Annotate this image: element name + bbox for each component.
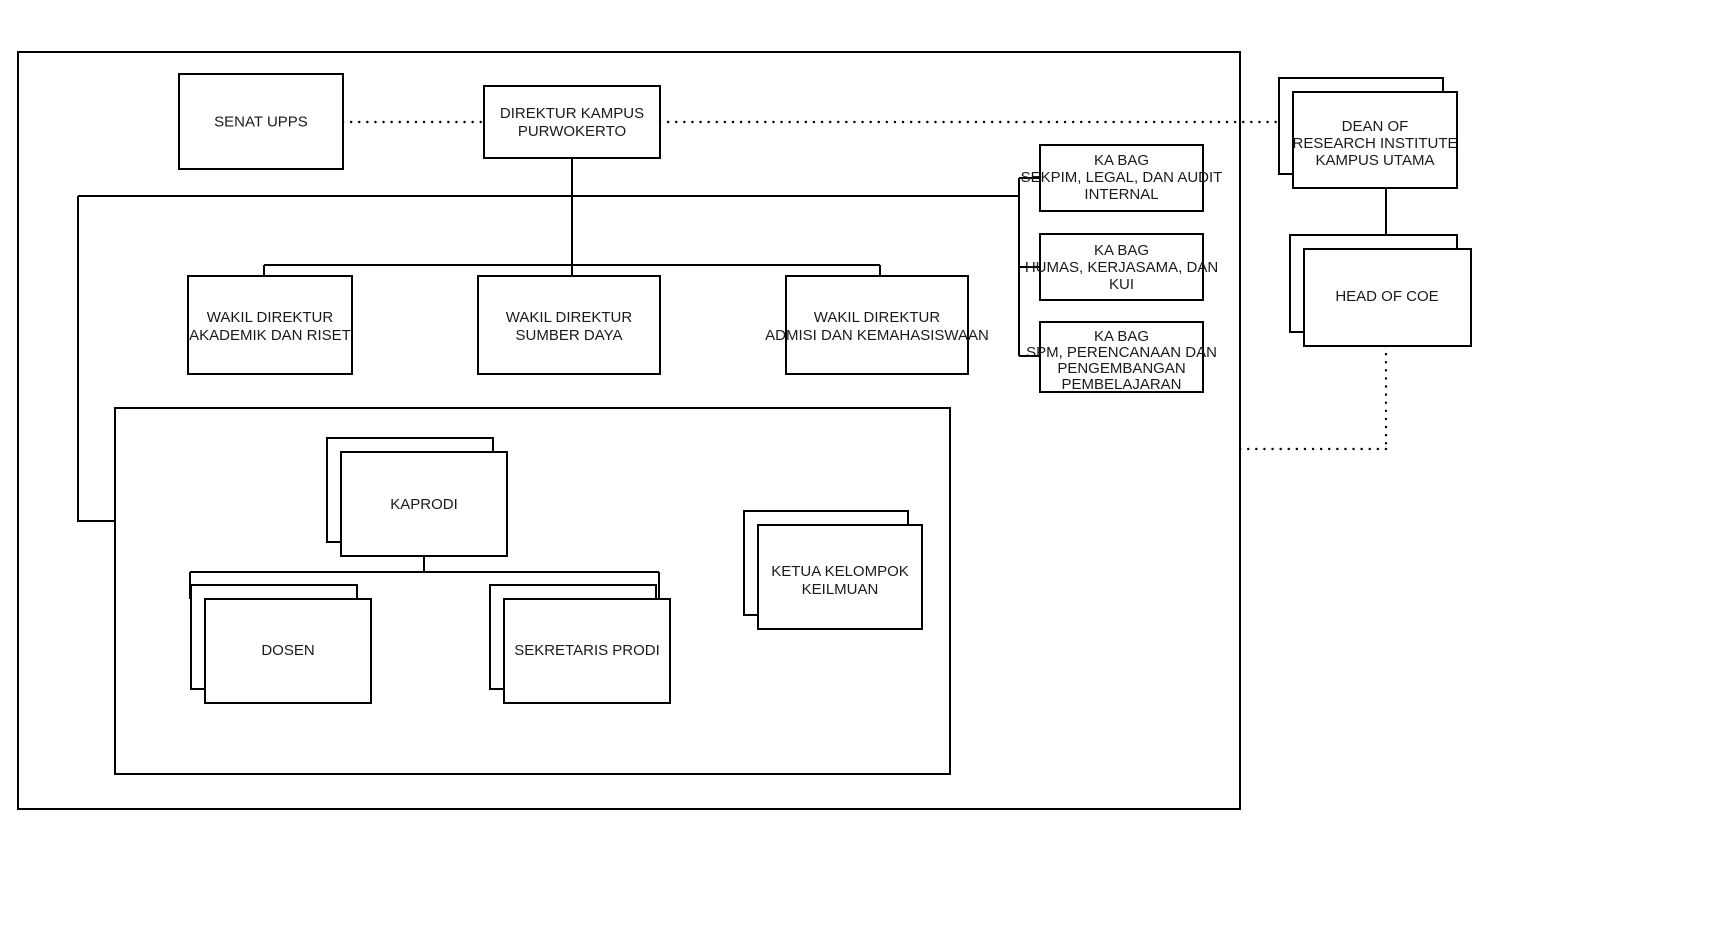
node-direktur-kampus[interactable]: DIREKTUR KAMPUS PURWOKERTO bbox=[483, 85, 661, 159]
senat-upps-box[interactable] bbox=[178, 73, 344, 170]
kabag-sekpim-label-line1: KA BAG bbox=[1094, 152, 1149, 169]
wakil-akademik-label-line2: AKADEMIK DAN RISET bbox=[189, 327, 351, 344]
kaprodi-label: KAPRODI bbox=[390, 496, 458, 513]
kabag-sekpim-box[interactable] bbox=[1039, 144, 1204, 212]
kaprodi-box[interactable] bbox=[340, 451, 508, 557]
node-kaprodi[interactable]: KAPRODI bbox=[340, 451, 508, 557]
sekretaris-prodi-label: SEKRETARIS PRODI bbox=[514, 642, 660, 659]
ketua-kelompok-keilmuan-label-line2: KEILMUAN bbox=[802, 581, 879, 598]
head-of-coe-label: HEAD OF COE bbox=[1335, 288, 1438, 305]
kabag-sekpim-label-line2: SEKPIM, LEGAL, DAN AUDIT bbox=[1021, 169, 1223, 186]
kabag-spm-label-line1: KA BAG bbox=[1094, 328, 1149, 345]
kabag-humas-label-line1: KA BAG bbox=[1094, 242, 1149, 259]
node-wakil-direktur-admisi[interactable]: WAKIL DIREKTUR ADMISI DAN KEMAHASISWAAN bbox=[765, 275, 989, 375]
ketua-kelompok-keilmuan-label-line1: KETUA KELOMPOK bbox=[771, 563, 909, 580]
ketua-kelompok-keilmuan-box[interactable] bbox=[757, 524, 923, 630]
node-dean-research-institute[interactable]: DEAN OF RESEARCH INSTITUTE KAMPUS UTAMA bbox=[1292, 91, 1458, 189]
wakil-admisi-label-line2: ADMISI DAN KEMAHASISWAAN bbox=[765, 327, 989, 344]
node-kabag-sekpim[interactable]: KA BAG SEKPIM, LEGAL, DAN AUDIT INTERNAL bbox=[1021, 144, 1223, 212]
direktur-kampus-label-line1: DIREKTUR KAMPUS bbox=[500, 105, 644, 122]
outer-frame bbox=[17, 51, 1241, 810]
direktur-kampus-box[interactable] bbox=[483, 85, 661, 159]
node-kabag-humas[interactable]: KA BAG HUMAS, KERJASAMA, DAN KUI bbox=[1025, 233, 1218, 301]
node-ketua-kelompok-keilmuan[interactable]: KETUA KELOMPOK KEILMUAN bbox=[757, 524, 923, 630]
edge-left-bus-to-prodi-group bbox=[77, 196, 115, 522]
sekretaris-prodi-box[interactable] bbox=[503, 598, 671, 704]
wakil-akademik-label-line1: WAKIL DIREKTUR bbox=[207, 309, 334, 326]
node-dosen[interactable]: DOSEN bbox=[204, 598, 372, 704]
dean-label-line3: KAMPUS UTAMA bbox=[1316, 152, 1435, 169]
wakil-sumberdaya-label-line2: SUMBER DAYA bbox=[516, 327, 623, 344]
dosen-box[interactable] bbox=[204, 598, 372, 704]
node-sekretaris-prodi[interactable]: SEKRETARIS PRODI bbox=[503, 598, 671, 704]
head-of-coe-box[interactable] bbox=[1303, 248, 1472, 347]
wakil-admisi-label-line1: WAKIL DIREKTUR bbox=[814, 309, 941, 326]
wakil-sumberdaya-label-line1: WAKIL DIREKTUR bbox=[506, 309, 633, 326]
kabag-spm-box[interactable] bbox=[1039, 321, 1204, 393]
wakil-sumberdaya-box[interactable] bbox=[477, 275, 661, 375]
wakil-akademik-box[interactable] bbox=[187, 275, 353, 375]
kabag-humas-box[interactable] bbox=[1039, 233, 1204, 301]
kabag-spm-label-line3: PENGEMBANGAN bbox=[1057, 360, 1185, 377]
wakil-admisi-box[interactable] bbox=[785, 275, 969, 375]
senat-upps-label: SENAT UPPS bbox=[214, 113, 308, 130]
kabag-spm-label-line4: PEMBELAJARAN bbox=[1061, 376, 1181, 393]
dosen-label: DOSEN bbox=[261, 642, 314, 659]
node-wakil-direktur-akademik[interactable]: WAKIL DIREKTUR AKADEMIK DAN RISET bbox=[187, 275, 353, 375]
node-wakil-direktur-sumber-daya[interactable]: WAKIL DIREKTUR SUMBER DAYA bbox=[477, 275, 661, 375]
kabag-humas-label-line3: KUI bbox=[1109, 276, 1134, 293]
dean-research-institute-box[interactable] bbox=[1292, 91, 1458, 189]
node-head-of-coe[interactable]: HEAD OF COE bbox=[1303, 248, 1472, 347]
kabag-spm-label-line2: SPM, PERENCANAAN DAN bbox=[1026, 344, 1217, 361]
direktur-kampus-label-line2: PURWOKERTO bbox=[518, 123, 626, 140]
kabag-sekpim-label-line3: INTERNAL bbox=[1084, 186, 1158, 203]
prodi-group-frame bbox=[114, 407, 951, 775]
dean-label-line1: DEAN OF bbox=[1342, 118, 1409, 135]
node-kabag-spm[interactable]: KA BAG SPM, PERENCANAAN DAN PENGEMBANGAN… bbox=[1026, 321, 1217, 393]
kabag-humas-label-line2: HUMAS, KERJASAMA, DAN bbox=[1025, 259, 1218, 276]
node-senat-upps[interactable]: SENAT UPPS bbox=[178, 73, 344, 170]
dean-label-line2: RESEARCH INSTITUTE bbox=[1292, 135, 1457, 152]
